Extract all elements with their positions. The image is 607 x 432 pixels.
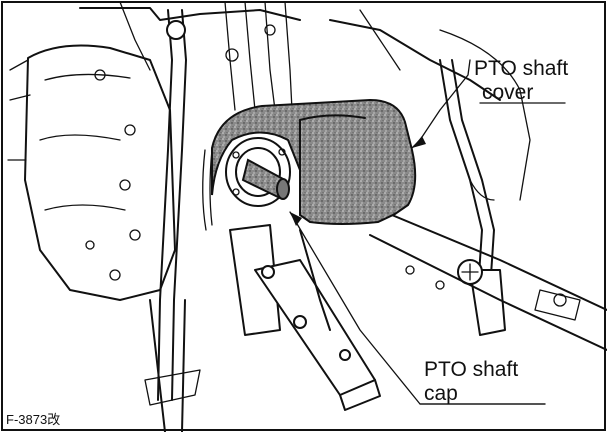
drawbar <box>229 224 381 411</box>
lower-links <box>369 209 607 351</box>
pto-shaft-cap-label-line2: cap <box>424 382 458 405</box>
callout-cover-line <box>411 59 471 149</box>
figure-code: F-3873改 <box>6 412 60 427</box>
upper-linkage <box>79 1 531 201</box>
pto-shaft-cover <box>202 98 417 231</box>
top-link-right <box>439 59 506 336</box>
gearbox-housing <box>7 44 176 301</box>
pto-shaft-cap <box>225 137 291 207</box>
lift-rod-left <box>144 9 201 432</box>
pto-shaft-cap-label-line1: PTO shaft <box>424 358 518 381</box>
pto-shaft-cover-label-line1: PTO shaft <box>474 57 568 80</box>
pto-shaft-cover-label-line2: cover <box>482 81 533 104</box>
